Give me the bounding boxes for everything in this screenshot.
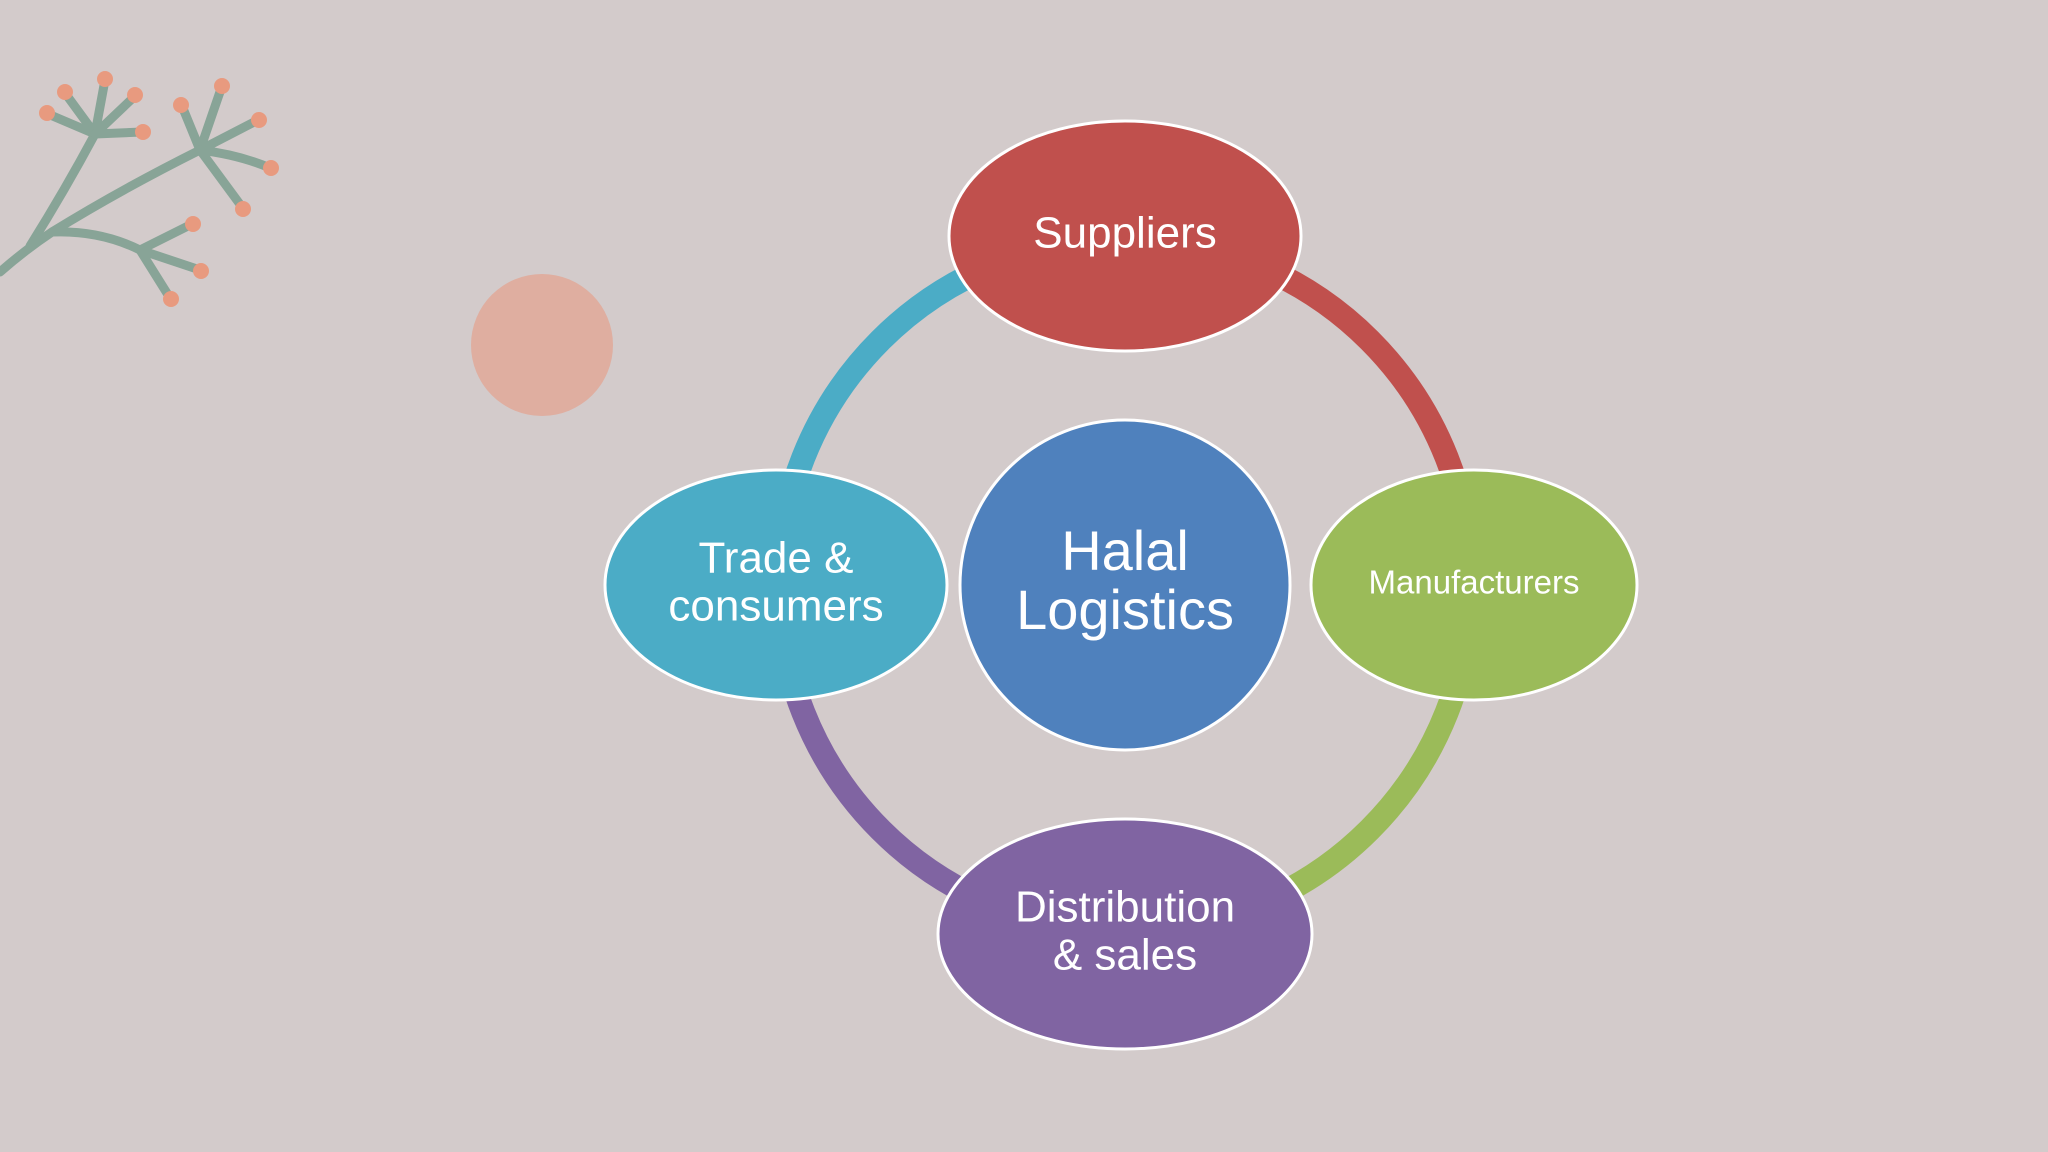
- branch-twig: [195, 115, 263, 155]
- berry: [214, 78, 230, 94]
- manufacturers-ellipse: [1309, 468, 1639, 702]
- center-label-line2: Logistics: [1016, 578, 1234, 641]
- branch-twig: [47, 227, 145, 255]
- branch-twig: [135, 245, 205, 275]
- node-trade: Trade & consumers: [603, 468, 949, 702]
- distribution-label-line1: Distribution: [1015, 883, 1235, 932]
- branch-twig: [90, 91, 140, 139]
- center-label-line1: Halal: [1061, 519, 1189, 582]
- node-manufacturers: Manufacturers: [1309, 468, 1639, 702]
- branch-twig: [135, 219, 197, 255]
- branch-berries: [39, 71, 279, 307]
- berry: [39, 105, 55, 121]
- distribution-ellipse: [936, 817, 1314, 1051]
- berry: [263, 160, 279, 176]
- center-circle: [958, 418, 1292, 752]
- berry: [173, 97, 189, 113]
- branch-twig: [43, 109, 100, 139]
- trade-ellipse: [603, 468, 949, 702]
- node-suppliers: Suppliers: [947, 119, 1303, 353]
- branch-twig: [195, 145, 247, 212]
- branch-twig: [135, 245, 175, 303]
- suppliers-ellipse: [947, 119, 1303, 353]
- berry: [235, 201, 251, 217]
- branch-twig: [25, 129, 100, 251]
- berry: [163, 291, 179, 307]
- berry: [185, 216, 201, 232]
- branch-twig: [195, 81, 227, 155]
- berry: [97, 71, 113, 87]
- berry: [127, 87, 143, 103]
- node-distribution: Distribution & sales: [936, 817, 1314, 1051]
- trade-label-line2: consumers: [668, 582, 883, 631]
- berry: [193, 263, 209, 279]
- berry: [57, 84, 73, 100]
- branch-twig: [177, 101, 205, 155]
- berry: [251, 112, 267, 128]
- branch-twig: [90, 127, 147, 139]
- trade-label-line1: Trade &: [699, 534, 854, 583]
- decorative-dot: [471, 274, 613, 416]
- suppliers-label: Suppliers: [1033, 209, 1216, 258]
- distribution-label-line2: & sales: [1053, 931, 1197, 980]
- berry: [135, 124, 151, 140]
- branch-stem: [0, 145, 205, 277]
- center-node: Halal Logistics: [958, 418, 1292, 752]
- branch-twig: [90, 75, 110, 139]
- manufacturers-label: Manufacturers: [1369, 564, 1580, 601]
